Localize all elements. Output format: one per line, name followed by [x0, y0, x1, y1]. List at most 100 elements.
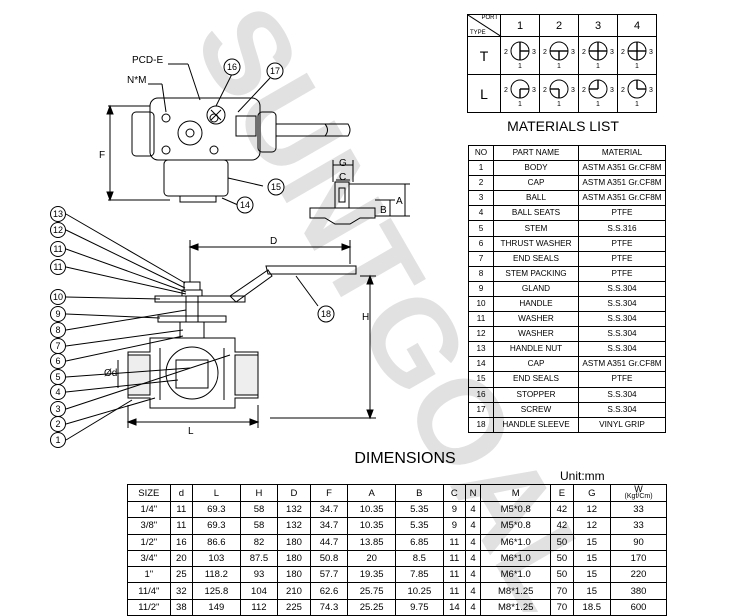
port-digit-2: 2	[543, 49, 547, 56]
dimensions-header: M	[480, 484, 552, 502]
material-part-name: HANDLE SLEEVE	[493, 416, 579, 433]
port-table: PORT TYPE 1 2 3 4 T 2 3 1 2 3 1 2 3 1 2	[467, 14, 657, 113]
port-digit-1: 1	[596, 101, 600, 108]
port-type-l: L	[467, 74, 501, 113]
port-header: 2	[539, 14, 579, 37]
dimensions-cell: 225	[277, 598, 311, 616]
port-digit-1: 1	[596, 63, 600, 70]
material-no: 6	[468, 235, 494, 252]
callout-label: 6	[55, 356, 60, 366]
port-digit-2: 2	[582, 87, 586, 94]
callout-14-label: 14	[240, 200, 250, 210]
port-symbol: 2 3 1	[617, 36, 657, 75]
dimensions-cell: 132	[277, 500, 311, 519]
material-no: 7	[468, 250, 494, 267]
dimensions-cell: 180	[277, 533, 311, 551]
dimensions-header: A	[347, 484, 396, 502]
nm-label: N*M	[127, 75, 146, 86]
dimensions-cell: 4	[464, 549, 482, 568]
c-label: C	[339, 172, 346, 183]
dimensions-cell: 74.3	[309, 598, 349, 616]
material-part-name: CAP	[493, 175, 579, 192]
port-digit-2: 2	[504, 49, 508, 56]
dimensions-cell: 50	[550, 533, 574, 551]
top-view	[106, 63, 351, 206]
dimensions-cell: 10.35	[347, 517, 396, 535]
dimensions-cell: 44.7	[309, 533, 349, 551]
materials-header-no: NO	[468, 144, 494, 162]
dimensions-cell: 34.7	[309, 517, 349, 535]
callout-label: 10	[53, 292, 63, 302]
material-value: S.S.304	[578, 386, 666, 403]
port-symbol: 2 3 1	[578, 36, 618, 75]
material-no: 3	[468, 190, 494, 207]
material-value: S.S.304	[578, 341, 666, 358]
material-value: ASTM A351 Gr.CF8M	[578, 175, 666, 192]
material-no: 9	[468, 280, 494, 297]
port-digit-3: 3	[532, 87, 536, 94]
dimensions-cell: 7.85	[394, 566, 444, 584]
dimensions-cell: 33	[610, 500, 667, 519]
dimensions-cell: 25.25	[347, 598, 396, 616]
dimensions-cell: 170	[610, 549, 667, 568]
material-part-name: STEM	[493, 220, 579, 237]
material-no: 11	[468, 311, 494, 328]
dimensions-cell: 11	[169, 500, 193, 519]
dimensions-cell: 11/2"	[127, 598, 171, 616]
material-value: VINYL GRIP	[578, 416, 666, 433]
material-no: 18	[468, 416, 494, 433]
material-value: PTFE	[578, 250, 666, 267]
dimensions-cell: 10.35	[347, 500, 396, 519]
dimensions-header: C	[442, 484, 467, 502]
callout-label: 11	[53, 262, 62, 272]
dimensions-cell: 4	[464, 582, 482, 600]
dimensions-cell: 11	[442, 533, 467, 551]
dimensions-cell: 12	[572, 517, 612, 535]
dimensions-header: N	[464, 484, 482, 502]
dimensions-cell: 33	[610, 517, 667, 535]
port-digit-1: 1	[557, 101, 561, 108]
callout-15-label: 15	[271, 182, 281, 192]
port-symbol: 2 3 1	[500, 74, 540, 113]
dimensions-cell: 50	[550, 566, 574, 584]
g-label: G	[339, 158, 347, 169]
callout-label: 13	[53, 209, 63, 219]
material-value: ASTM A351 Gr.CF8M	[578, 356, 666, 373]
port-type-t: T	[467, 36, 501, 75]
material-no: 1	[468, 160, 494, 177]
callout-circle	[50, 306, 66, 322]
dimensions-cell: 25	[169, 566, 193, 584]
dimensions-cell: 118.2	[191, 566, 241, 584]
callout-label: 12	[53, 225, 63, 235]
dimensions-cell: 9.75	[394, 598, 444, 616]
callout-circle	[50, 241, 66, 257]
dimensions-cell: 50.8	[309, 549, 349, 568]
callout-label: 11	[53, 244, 62, 254]
callout-circle	[50, 206, 66, 222]
dimensions-header: D	[277, 484, 311, 502]
dimensions-cell: 10.25	[394, 582, 444, 600]
port-corner-bottom: TYPE	[470, 30, 486, 36]
material-no: 16	[468, 386, 494, 403]
port-symbol: 2 3 1	[578, 74, 618, 113]
material-no: 2	[468, 175, 494, 192]
callout-circle	[50, 384, 66, 400]
material-part-name: HANDLE NUT	[493, 341, 579, 358]
dimensions-cell: M8*1.25	[480, 582, 552, 600]
dimensions-cell: 20	[347, 549, 396, 568]
dimensions-cell: 20	[169, 549, 193, 568]
dimensions-cell: 3/8"	[127, 517, 171, 535]
material-part-name: CAP	[493, 356, 579, 373]
dimensions-cell: 50	[550, 549, 574, 568]
dimensions-cell: 11	[169, 517, 193, 535]
